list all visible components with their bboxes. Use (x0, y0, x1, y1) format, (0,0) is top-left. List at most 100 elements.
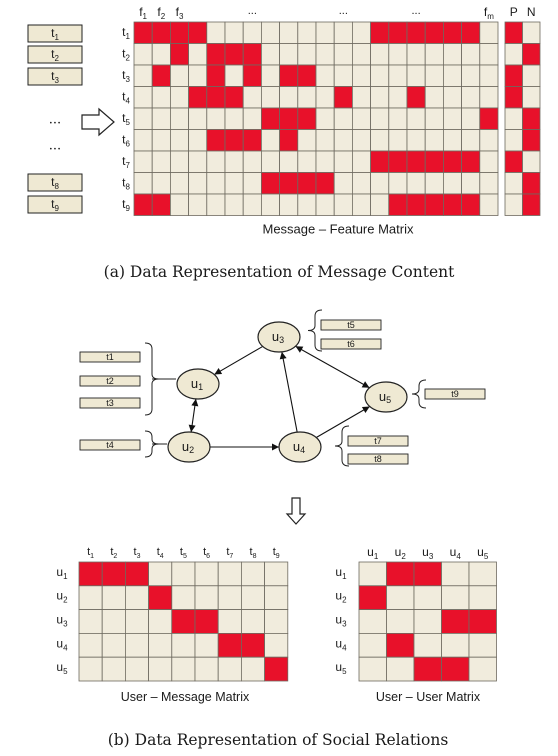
feature-column-ellipsis: ... (412, 5, 421, 17)
user-user-matrix-cell (358, 609, 387, 634)
feature-matrix-cell (406, 107, 426, 130)
feature-matrix-cell (260, 129, 280, 152)
feature-matrix-cell (461, 150, 481, 173)
feature-matrix-cell (206, 43, 226, 66)
feature-matrix-cell (260, 21, 280, 44)
feature-matrix-cell (370, 193, 390, 216)
feature-matrix-cell (315, 21, 335, 44)
user-node-label: u1 (191, 376, 203, 393)
uu-row-label: u5 (335, 660, 347, 676)
feature-matrix-cell (388, 193, 408, 216)
user-message-matrix-cell (194, 585, 219, 610)
user-user-matrix-cell (386, 633, 415, 658)
feature-matrix-cell (297, 64, 317, 87)
user-user-matrix-cell (386, 585, 415, 610)
pn-matrix-cell (522, 21, 541, 44)
feature-matrix-cell (388, 21, 408, 44)
message-box (27, 24, 83, 43)
brace (411, 379, 427, 409)
message-box (27, 67, 83, 86)
feature-column-header: f3 (176, 5, 184, 21)
feature-matrix-cell (151, 172, 171, 195)
feature-matrix-cell (351, 21, 371, 44)
pn-column-header: N (527, 5, 536, 19)
feature-matrix-cell (133, 129, 153, 152)
uu-row-label: u2 (335, 589, 347, 605)
feature-matrix-cell (133, 172, 153, 195)
feature-matrix-cell (424, 172, 444, 195)
feature-matrix-cell (224, 172, 244, 195)
user-message-matrix-cell (101, 561, 126, 587)
feature-matrix-cell (351, 129, 371, 152)
feature-matrix-cell (133, 150, 153, 173)
feature-matrix-cell (133, 86, 153, 109)
um-column-header: t9 (273, 546, 280, 560)
feature-matrix-cell (351, 107, 371, 130)
user-message-matrix-cell (125, 656, 150, 682)
user-node (176, 368, 220, 400)
feature-matrix-cell (479, 172, 499, 195)
feature-matrix-cell (370, 64, 390, 87)
user-message-matrix-cell (264, 609, 289, 634)
feature-matrix-cell (279, 172, 299, 195)
feature-matrix-cell (388, 150, 408, 173)
user-message-matrix-cell (101, 609, 126, 634)
user-user-matrix-cell (358, 656, 387, 682)
feature-matrix-cell (151, 150, 171, 173)
uu-column-header: u5 (477, 545, 489, 561)
um-column-header: t1 (87, 546, 94, 560)
feature-matrix-cell (442, 172, 462, 195)
arrowhead-icon (279, 351, 287, 360)
feature-matrix-cell (169, 150, 189, 173)
uu-matrix-title: User – User Matrix (376, 690, 481, 704)
feature-matrix-cell (351, 86, 371, 109)
user-user-matrix-cell (358, 561, 387, 587)
user-user-matrix-cell (358, 633, 387, 658)
feature-matrix-cell (461, 64, 481, 87)
feature-matrix-cell (315, 43, 335, 66)
feature-matrix-cell (188, 21, 208, 44)
message-box-label: t9 (51, 197, 59, 213)
user-message-matrix-cell (240, 561, 265, 587)
um-row-label: u5 (56, 660, 68, 676)
feature-matrix-cell (351, 64, 371, 87)
feature-row-label: t3 (122, 68, 130, 84)
feature-matrix-cell (315, 107, 335, 130)
pn-matrix-cell (504, 193, 523, 216)
user-message-matrix-cell (194, 633, 219, 658)
graph-edge (281, 351, 298, 433)
feature-matrix-cell (188, 172, 208, 195)
message-box-label: t5 (347, 320, 355, 330)
feature-matrix-cell (242, 64, 262, 87)
feature-matrix-cell (297, 172, 317, 195)
um-column-header: t3 (134, 546, 141, 560)
feature-matrix-cell (151, 64, 171, 87)
feature-matrix-cell (406, 172, 426, 195)
um-row-label: u1 (56, 565, 68, 581)
feature-matrix-cell (388, 86, 408, 109)
feature-matrix-cell (260, 86, 280, 109)
feature-matrix-cell (297, 43, 317, 66)
um-column-header: t2 (110, 546, 117, 560)
feature-matrix-cell (169, 64, 189, 87)
feature-matrix-cell (206, 107, 226, 130)
feature-matrix-cell (242, 86, 262, 109)
arrowhead-icon (188, 424, 196, 433)
feature-matrix-cell (315, 150, 335, 173)
user-user-matrix-cell (413, 633, 442, 658)
message-box-label: t1 (106, 352, 114, 362)
feature-matrix-cell (388, 172, 408, 195)
feature-row-label: t8 (122, 175, 130, 191)
message-box (79, 439, 141, 451)
feature-matrix-cell (224, 21, 244, 44)
user-message-matrix-cell (217, 656, 242, 682)
feature-matrix-cell (297, 129, 317, 152)
feature-matrix-cell (206, 150, 226, 173)
feature-matrix-cell (279, 193, 299, 216)
user-message-matrix-cell (264, 656, 289, 682)
uu-row-label: u1 (335, 565, 347, 581)
pn-matrix-cell (522, 64, 541, 87)
pn-matrix-cell (504, 64, 523, 87)
feature-matrix-cell (370, 86, 390, 109)
feature-row-label: t9 (122, 197, 130, 213)
